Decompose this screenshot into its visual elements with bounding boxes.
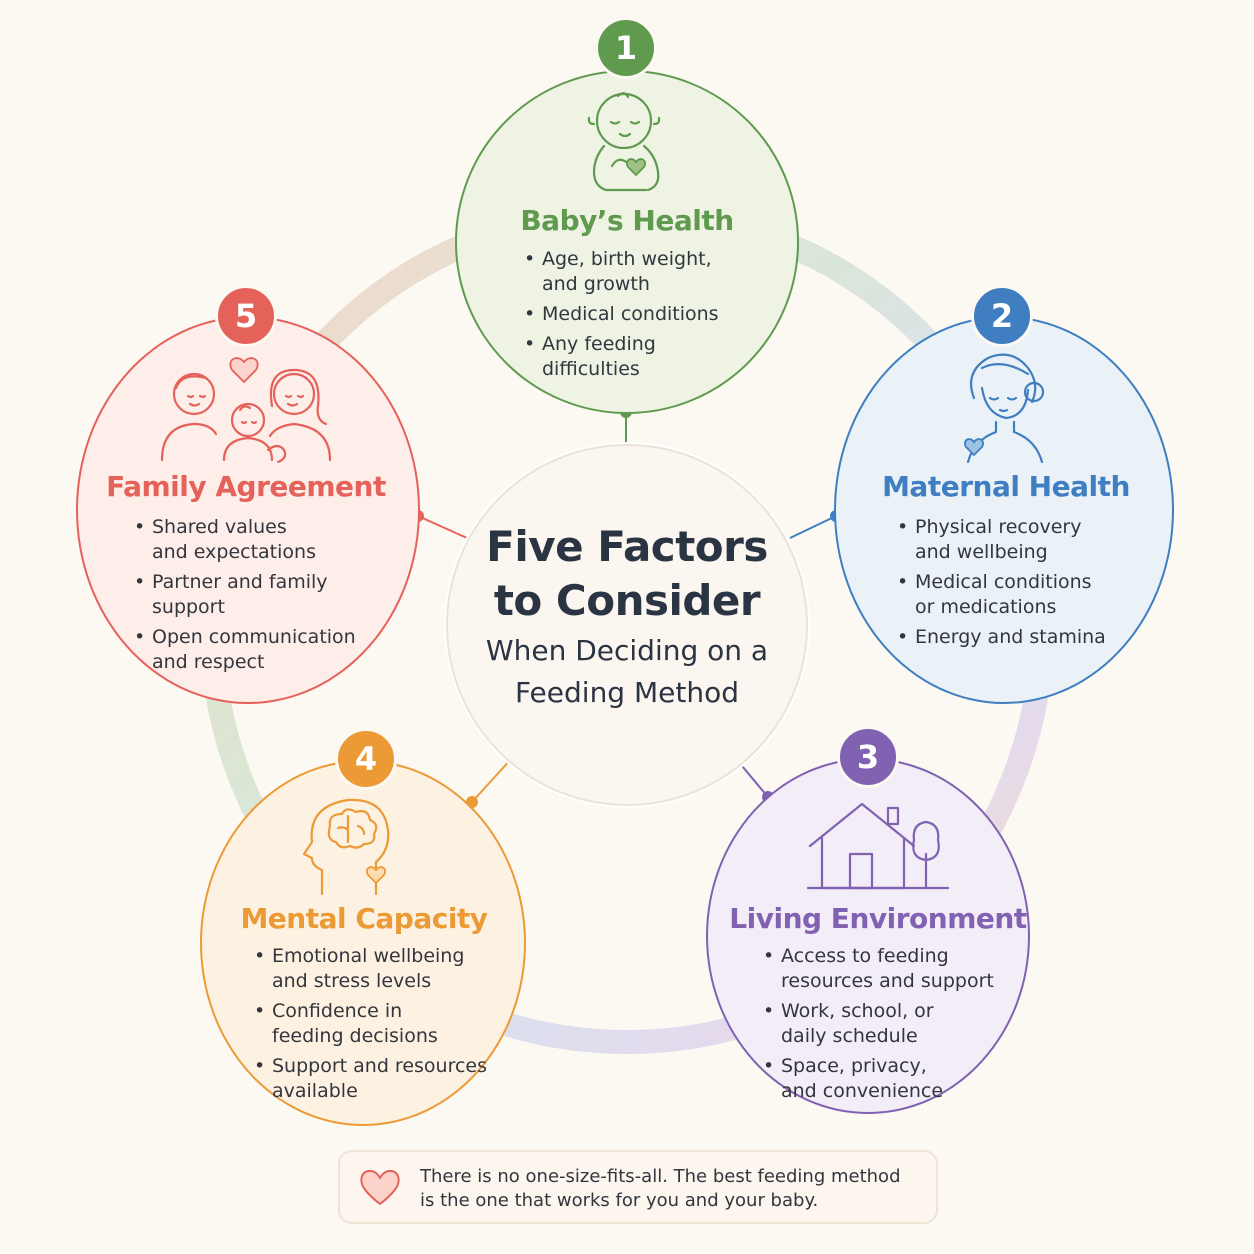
connector-environment: [736, 759, 769, 798]
connector-mental: [471, 757, 513, 803]
number-badge-4: 4: [335, 728, 397, 790]
note-text: There is no one-size-fits-all. The best …: [420, 1165, 930, 1213]
connector-family: [417, 515, 468, 539]
factor-title-family-agreement: Family Agreement: [106, 470, 386, 503]
note-line-1: There is no one-size-fits-all. The best …: [420, 1166, 901, 1187]
list-item: Age, birth weight,and growth: [524, 247, 764, 297]
heart-icon: [360, 1169, 400, 1205]
mother-icon: [964, 353, 1045, 464]
factor-title-living-environment: Living Environment: [729, 902, 1027, 935]
factor-title-maternal-health: Maternal Health: [882, 470, 1130, 503]
connector-maternal: [789, 515, 837, 539]
list-item: Space, privacy,and convenience: [763, 1054, 1013, 1104]
number-badge-2: 2: [971, 285, 1033, 347]
center-title-line2: to Consider: [493, 576, 761, 625]
factor-title-mental-capacity: Mental Capacity: [240, 902, 488, 935]
house-icon: [806, 802, 950, 890]
bullet-list-babys-health: Age, birth weight,and growth Medical con…: [524, 247, 764, 387]
note-line-2: is the one that works for you and your b…: [420, 1190, 819, 1211]
list-item: Medical conditions: [524, 302, 764, 327]
baby-icon: [587, 92, 661, 192]
list-item: Energy and stamina: [897, 625, 1157, 650]
head-brain-icon: [302, 798, 390, 896]
center-subtitle-line2: Feeding Method: [514, 676, 739, 709]
factor-title-babys-health: Baby’s Health: [520, 204, 734, 237]
number-badge-5: 5: [215, 285, 277, 347]
note-box: There is no one-size-fits-all. The best …: [338, 1150, 938, 1224]
family-icon: [160, 357, 332, 464]
number-badge-3: 3: [837, 726, 899, 788]
center-title-line1: Five Factors: [486, 522, 768, 571]
number-badge-1: 1: [595, 17, 657, 79]
center-subtitle-line1: When Deciding on a: [485, 634, 769, 667]
center-circle: [446, 444, 808, 806]
